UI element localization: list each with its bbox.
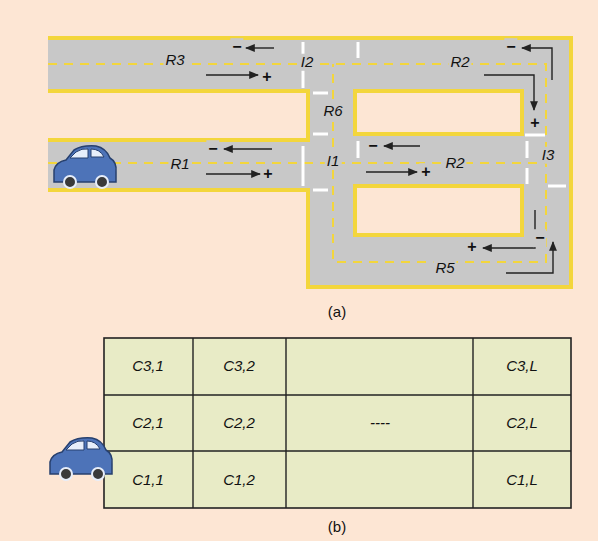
table-cell: C3,L: [506, 358, 538, 375]
polarity-sign: +: [260, 68, 273, 86]
polarity-sign: −: [366, 137, 379, 155]
table-cell: ----: [370, 415, 390, 432]
road-label: R2: [443, 155, 466, 172]
lane-divider: [48, 64, 546, 262]
intersection-label: I2: [299, 54, 316, 71]
car-icon: [54, 146, 116, 188]
block: [355, 186, 522, 235]
table-cell: C1,L: [506, 472, 538, 489]
car-icon: [50, 438, 112, 480]
road-label: R1: [168, 156, 191, 173]
table-cell: C3,1: [132, 358, 164, 375]
cell-grid: [104, 338, 571, 508]
table-cell: C1,1: [132, 472, 164, 489]
panel-caption: (a): [328, 304, 346, 321]
polarity-sign: −: [504, 38, 517, 56]
road-label: R6: [321, 103, 344, 120]
polarity-sign: +: [465, 238, 478, 256]
polarity-sign: +: [528, 114, 541, 132]
table-cell: C1,2: [223, 472, 255, 489]
panel-caption: (b): [328, 519, 346, 536]
table-cell: C3,2: [223, 358, 255, 375]
polarity-sign: +: [419, 163, 432, 181]
road-label: R3: [163, 52, 186, 69]
block: [355, 91, 522, 134]
road-label: R2: [448, 54, 471, 71]
table-cell: C2,L: [506, 415, 538, 432]
polarity-sign: +: [261, 165, 274, 183]
polarity-sign: −: [230, 38, 243, 56]
table-cell: C2,1: [132, 415, 164, 432]
polarity-sign: −: [533, 229, 546, 247]
direction-arrow: [206, 48, 553, 273]
polarity-sign: −: [206, 140, 219, 158]
road-edge: [48, 38, 571, 287]
stop-line: [303, 42, 566, 190]
intersection-label: I1: [325, 153, 342, 170]
road-surface: [48, 38, 571, 287]
intersection-label: I3: [540, 147, 557, 164]
road-label: R5: [433, 260, 456, 277]
table-cell: C2,2: [223, 415, 255, 432]
